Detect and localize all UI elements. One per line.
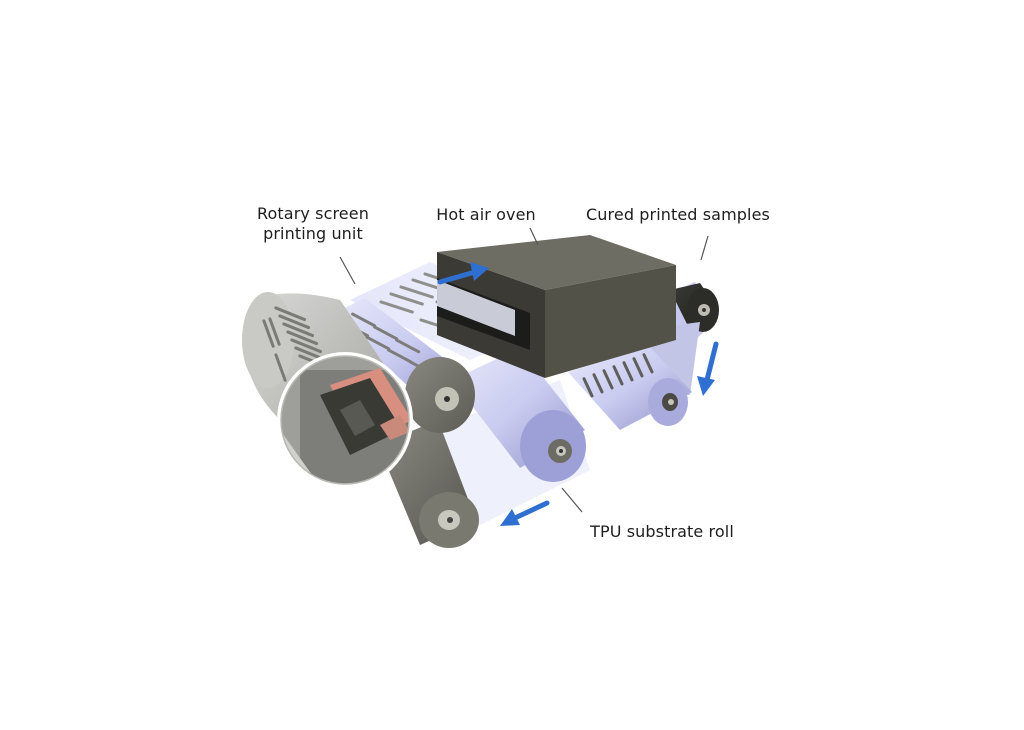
flow-arrow-substrate-feed [500,500,550,526]
hot-air-oven [437,235,676,378]
leader-rotary-screen [339,256,356,285]
flow-arrow-down-rewind [697,341,719,396]
label-hot-air-oven: Hot air oven [436,205,536,224]
cutaway-magnifier [277,352,413,488]
printed-lower-roll [568,345,692,430]
label-cured-printed-samples: Cured printed samples [586,205,770,224]
leader-tpu-substrate [561,487,583,513]
label-tpu-substrate-roll: TPU substrate roll [590,522,734,541]
leader-lines [339,227,709,513]
label-rotary-line1: Rotary screen [257,204,369,223]
tpu-substrate-roll [452,348,586,482]
flow-arrow-into-oven [437,262,489,285]
leader-cured-samples [700,235,709,261]
label-rotary-line2: printing unit [263,224,363,243]
impression-roller [330,298,475,433]
label-rotary-screen-printing-unit: Rotary screen printing unit [248,204,378,244]
leader-hot-air-oven [529,227,539,246]
